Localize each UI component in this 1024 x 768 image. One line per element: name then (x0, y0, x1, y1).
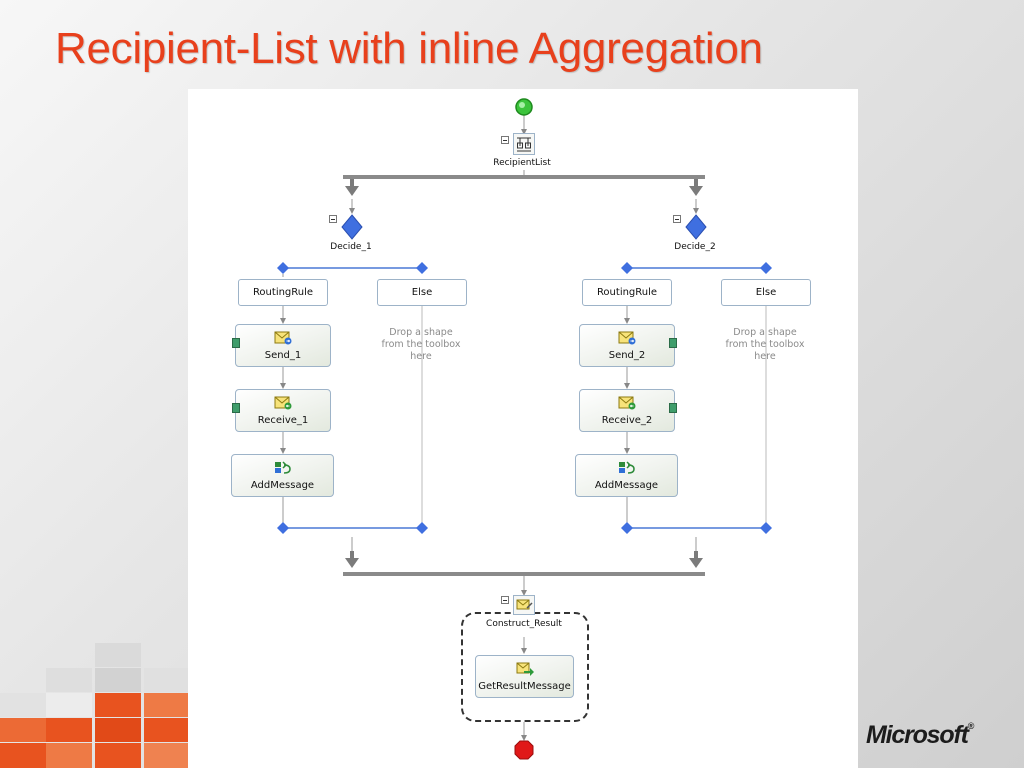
drop-hint-1: Drop a shape from the toolbox here (371, 327, 471, 363)
message-assignment-icon (516, 662, 534, 676)
corner-tile (46, 743, 92, 768)
else-branch-2[interactable]: Else (721, 279, 811, 306)
corner-tile (95, 668, 141, 692)
add-message-icon (274, 461, 291, 474)
decide-1-label: Decide_1 (330, 242, 372, 252)
collapse-toggle[interactable] (501, 136, 509, 144)
collapse-toggle[interactable] (501, 596, 509, 604)
join-arrow (689, 551, 703, 568)
send-2-shape[interactable]: Send_2 (579, 324, 675, 367)
brand-text: Microsoft (866, 721, 969, 749)
add-message-2-shape[interactable]: AddMessage (575, 454, 678, 497)
parallel-split-bar (343, 175, 705, 179)
port-connector[interactable] (232, 338, 240, 348)
routing-rule-branch-1[interactable]: RoutingRule (238, 279, 328, 306)
send-2-label: Send_2 (608, 350, 646, 361)
parallel-actions-icon[interactable] (513, 133, 535, 155)
add-message-2-label: AddMessage (594, 480, 659, 491)
corner-tile (144, 668, 190, 692)
corner-tile (0, 693, 46, 717)
parallel-join-bar (343, 572, 705, 576)
drop-hint-line: from the toolbox (381, 339, 461, 350)
port-connector[interactable] (669, 403, 677, 413)
get-result-message-label: GetResultMessage (478, 681, 571, 692)
branch-arrow (345, 179, 359, 196)
else-branch-1[interactable]: Else (377, 279, 467, 306)
corner-tile (144, 718, 190, 742)
branch-arrow (689, 179, 703, 196)
corner-tile (46, 693, 92, 717)
collapse-toggle[interactable] (329, 215, 337, 223)
drop-hint-line: here (410, 351, 432, 362)
corner-tile (0, 718, 46, 742)
decide-diamond-icon[interactable] (341, 214, 363, 240)
brand-mark: ® (967, 721, 975, 731)
corner-tile (0, 743, 46, 768)
orchestration-canvas: RecipientList Decide_1 Decide_2 RoutingR… (188, 89, 858, 768)
add-message-1-label: AddMessage (250, 480, 315, 491)
send-1-label: Send_1 (264, 350, 302, 361)
get-result-message-shape[interactable]: GetResultMessage (475, 655, 574, 698)
join-arrow (345, 551, 359, 568)
receive-1-shape[interactable]: Receive_1 (235, 389, 331, 432)
drop-hint-line: here (754, 351, 776, 362)
recipientlist-label: RecipientList (493, 158, 551, 168)
send-1-shape[interactable]: Send_1 (235, 324, 331, 367)
microsoft-logo: Microsoft® (866, 721, 975, 750)
send-envelope-icon (618, 331, 636, 345)
corner-tile (95, 718, 141, 742)
corner-tile (46, 718, 92, 742)
receive-envelope-icon (274, 396, 292, 410)
slide-title: Recipient-List with inline Aggregation (55, 24, 763, 73)
port-connector[interactable] (232, 403, 240, 413)
receive-1-label: Receive_1 (257, 415, 309, 426)
routing-rule-branch-2[interactable]: RoutingRule (582, 279, 672, 306)
connector-layer (277, 98, 772, 760)
drop-hint-2: Drop a shape from the toolbox here (715, 327, 815, 363)
add-message-icon (618, 461, 635, 474)
corner-tile (95, 693, 141, 717)
corner-tile (144, 693, 190, 717)
drop-hint-line: Drop a shape (733, 327, 797, 338)
drop-hint-line: Drop a shape (389, 327, 453, 338)
receive-2-shape[interactable]: Receive_2 (579, 389, 675, 432)
add-message-1-shape[interactable]: AddMessage (231, 454, 334, 497)
decide-2-label: Decide_2 (674, 242, 716, 252)
corner-tile (95, 643, 141, 667)
construct-label: Construct_Result (484, 619, 564, 629)
receive-2-label: Receive_2 (601, 415, 653, 426)
receive-envelope-icon (618, 396, 636, 410)
collapse-toggle[interactable] (673, 215, 681, 223)
port-connector[interactable] (669, 338, 677, 348)
corner-tile (95, 743, 141, 768)
stop-octagon-icon (514, 740, 534, 760)
drop-hint-line: from the toolbox (725, 339, 805, 350)
construct-message-icon[interactable] (513, 595, 535, 615)
corner-tile (144, 743, 190, 768)
corner-tile (46, 668, 92, 692)
send-envelope-icon (274, 331, 292, 345)
decide-diamond-icon[interactable] (685, 214, 707, 240)
